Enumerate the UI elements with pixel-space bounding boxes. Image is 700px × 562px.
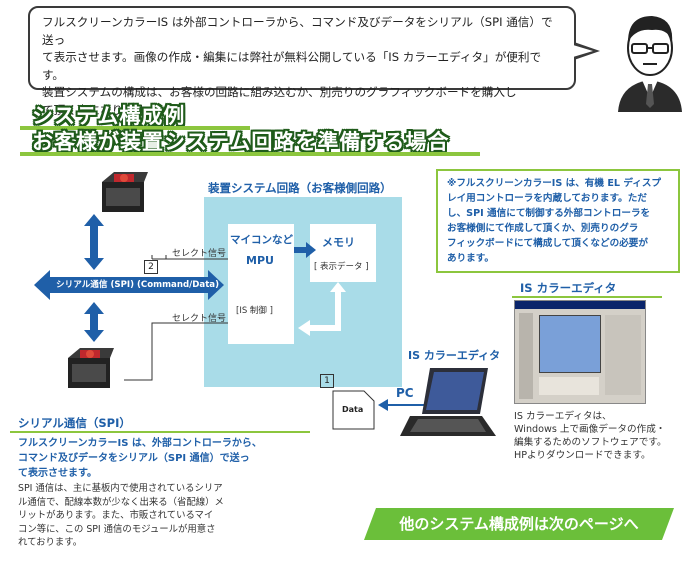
spi-title: シリアル通信（SPI） bbox=[18, 416, 131, 430]
select-signal-top: セレクト信号 bbox=[172, 249, 227, 259]
laptop-icon bbox=[400, 368, 496, 436]
editor-desc-2: Windows 上で画像データの作成・ bbox=[514, 424, 666, 435]
display-module-top-icon bbox=[102, 172, 148, 212]
editor-screenshot bbox=[514, 300, 646, 404]
editor-desc-4: HPよりダウンロードできます。 bbox=[514, 450, 651, 461]
data-label: Data bbox=[342, 405, 364, 414]
editor-desc-1: IS カラーエディタは、 bbox=[514, 411, 612, 422]
memory-arrows bbox=[294, 242, 346, 336]
editor-title-underline bbox=[512, 296, 662, 298]
spi-body-2: ル通信で、配線本数が少なく出来る（省配線）メ bbox=[18, 496, 224, 508]
bubble-tail-inner bbox=[573, 45, 593, 57]
spi-title-underline bbox=[10, 431, 310, 433]
note-line-3: し、SPI 通信にて制御する外部コントローラを bbox=[447, 208, 651, 219]
next-page-label[interactable]: 他のシステム構成例は次のページへ bbox=[399, 515, 639, 533]
step-1-marker: 1 bbox=[320, 374, 334, 388]
heading-line-1: システム構成例 bbox=[32, 104, 186, 128]
editor-toolbar bbox=[519, 313, 533, 399]
intro-line-4: て頂く事になります。 bbox=[42, 102, 157, 117]
editor-titlebar bbox=[515, 301, 645, 309]
spi-lead-3: て表示させます。 bbox=[18, 468, 97, 479]
editor-canvas bbox=[539, 315, 601, 373]
mcu-label-line1: マイコンなど bbox=[230, 234, 293, 246]
select-signal-bottom: セレクト信号 bbox=[172, 314, 227, 324]
spi-body-4: コン等に、この SPI 通信のモジュールが用意さ bbox=[18, 523, 216, 535]
editor-palette bbox=[605, 315, 641, 395]
heading-underline-1 bbox=[20, 126, 250, 130]
note-line-5: フィックボードにて構成して頂くなどの必要が bbox=[447, 238, 648, 249]
display-module-bottom-icon bbox=[68, 348, 114, 388]
editor-description: IS カラーエディタは、 Windows 上で画像データの作成・ 編集するための… bbox=[514, 410, 667, 462]
spi-lead-1: フルスクリーンカラーIS は、外部コントローラから、 bbox=[18, 438, 262, 449]
intro-line-2: て表示させます。画像の作成・編集には弊社が無料公開している「IS カラーエディタ… bbox=[42, 50, 542, 82]
select-signal-lines bbox=[124, 255, 228, 381]
intro-speech-bubble: フルスクリーンカラーIS は外部コントローラから、コマンド及びデータをシリアル（… bbox=[28, 6, 576, 117]
serial-arrow-icon bbox=[34, 270, 224, 300]
note-line-2: レイ用コントローラを内蔵しております。ただ bbox=[447, 193, 647, 204]
pc-label: PC bbox=[396, 386, 414, 400]
is-editor-diagram-label: IS カラーエディタ bbox=[408, 349, 501, 362]
memory-box: メモリ [ 表示データ ] bbox=[310, 224, 376, 282]
intro-line-3: 装置システムの構成は、お客様の回路に組み込むか、別売りのグラフィックボードを購入… bbox=[42, 85, 517, 99]
step-2-marker: 2 bbox=[144, 260, 158, 274]
data-to-pc-arrow-icon bbox=[378, 399, 426, 411]
note-line-6: あります。 bbox=[447, 253, 495, 264]
spi-lead-2: コマンド及びデータをシリアル（SPI 通信）で送っ bbox=[18, 453, 250, 464]
system-circuit-title: 装置システム回路（お客様側回路） bbox=[208, 181, 392, 195]
heading-line-2: お客様が装置システム回路を準備する場合 bbox=[32, 130, 450, 154]
spi-lead: フルスクリーンカラーIS は、外部コントローラから、 コマンド及びデータをシリア… bbox=[18, 436, 262, 481]
editor-desc-3: 編集するためのソフトウェアです。 bbox=[514, 437, 667, 448]
next-page-banner[interactable] bbox=[364, 508, 674, 540]
is-control-label: [IS 制御 ] bbox=[236, 306, 273, 316]
spi-body-3: リットがあります。また、市販されているマイ bbox=[18, 510, 214, 521]
note-line-1: ※フルスクリーンカラーIS は、有機 EL ディスプ bbox=[447, 178, 662, 189]
spi-body: SPI 通信は、主に基板内で使用されているシリア ル通信で、配線本数が少なく出来… bbox=[18, 482, 224, 550]
editor-status bbox=[539, 377, 599, 395]
spi-body-1: SPI 通信は、主に基板内で使用されているシリア bbox=[18, 483, 223, 494]
memory-title: メモリ bbox=[322, 236, 355, 249]
intro-line-1: フルスクリーンカラーIS は外部コントローラから、コマンド及びデータをシリアル（… bbox=[42, 15, 553, 47]
mcu-box: マイコンなど MPU [IS 制御 ] bbox=[228, 224, 294, 344]
editor-section-title: IS カラーエディタ bbox=[520, 281, 617, 295]
presenter-illustration-icon bbox=[618, 16, 682, 112]
spi-body-5: れております。 bbox=[18, 537, 83, 548]
heading-underline-2 bbox=[20, 152, 480, 156]
vertical-arrow-top-icon bbox=[84, 214, 104, 270]
vertical-arrow-bottom-icon bbox=[84, 302, 104, 342]
note-box: ※フルスクリーンカラーIS は、有機 EL ディスプ レイ用コントローラを内蔵し… bbox=[436, 169, 680, 273]
memory-sub: [ 表示データ ] bbox=[314, 262, 369, 272]
note-line-4: お客様側にて作成して頂くか、別売りのグラ bbox=[447, 223, 639, 234]
data-file-icon bbox=[332, 390, 375, 430]
serial-label: シリアル通信 (SPI) (Command/Data) bbox=[56, 280, 220, 290]
mcu-label-line2: MPU bbox=[246, 254, 274, 267]
